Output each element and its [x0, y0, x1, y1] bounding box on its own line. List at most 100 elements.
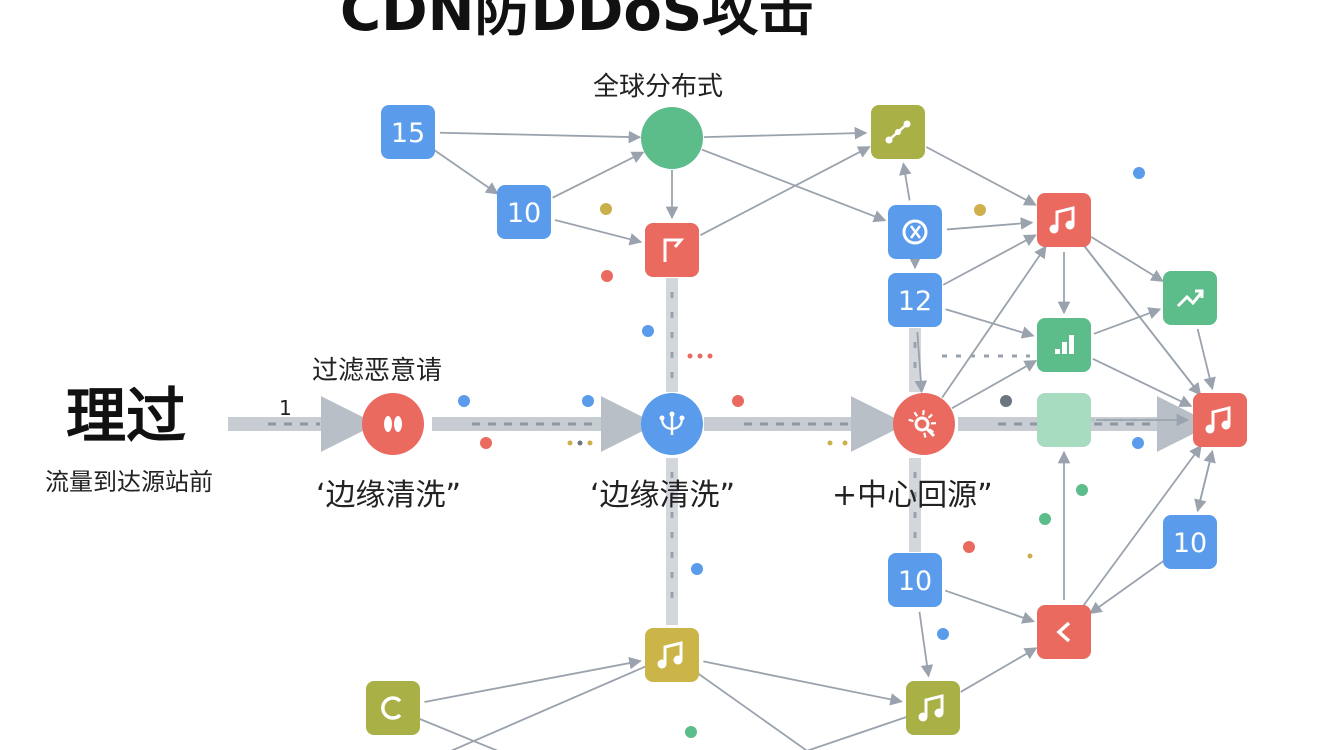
edge-n_trend-n_music2 [1196, 328, 1216, 391]
edge-n_c-n_music3 [424, 656, 642, 703]
edge-n10c-n_back [944, 589, 1035, 624]
node-number: 10 [898, 566, 932, 597]
edge-globe-n_spin [701, 148, 887, 223]
particle-mini [577, 440, 583, 446]
music-icon [1049, 206, 1075, 234]
edge-n15-globe [439, 130, 642, 144]
node-shape [645, 628, 699, 682]
particle-dot [1076, 484, 1088, 496]
edge-n12-n_music1 [942, 234, 1037, 286]
footprints-icon [384, 416, 402, 432]
node-shape [1193, 393, 1247, 447]
edge-n12-c_center [914, 331, 928, 394]
edge-n10a-globe [552, 151, 645, 199]
search-burst-icon [908, 409, 937, 438]
particles-layer [458, 167, 1145, 738]
node-shape [362, 393, 424, 455]
edge-c_center-n_bars [951, 359, 1038, 410]
node-shape [888, 553, 942, 607]
particle-dot [974, 204, 986, 216]
edge-n_share-n_music1 [925, 146, 1037, 206]
particle-mini [827, 440, 833, 446]
node-shape [641, 107, 703, 169]
bar-chart-icon [1055, 335, 1074, 354]
node-c_filter [362, 393, 424, 455]
center-origin-label: +中心回源” [832, 478, 993, 513]
global-distributed-label: 全球分布式 [593, 72, 724, 102]
edge-n_spin-n_music1 [946, 217, 1034, 231]
node-number: 10 [507, 198, 541, 229]
trend-up-icon [1176, 289, 1204, 308]
node-n_back [1037, 605, 1091, 659]
node-n_music1 [1037, 193, 1091, 247]
node-globe [641, 107, 703, 169]
node-shape [497, 185, 551, 239]
left-main-label: 理过 [66, 382, 186, 452]
share-icon [885, 120, 911, 144]
particle-dot [732, 395, 744, 407]
music-icon [657, 641, 683, 669]
spinner-icon [902, 219, 928, 245]
node-n_trend [1163, 271, 1217, 325]
node-shape [906, 681, 960, 735]
node-shape [1163, 515, 1217, 569]
node-shape [888, 273, 942, 327]
particle-dot [480, 437, 492, 449]
node-shape [645, 223, 699, 277]
node-shape [1037, 393, 1091, 447]
particle-mini [707, 353, 713, 359]
edge-globe-n_share [703, 126, 868, 140]
node-n_spin [888, 205, 942, 259]
particle-dot [685, 726, 697, 738]
particle-mini [687, 353, 693, 359]
edge-n10a-n_flag [554, 219, 643, 246]
node-number: 15 [391, 118, 425, 149]
particle-mini [1027, 553, 1033, 559]
edge-cleaning-label-2: ‘边缘清洗” [590, 478, 736, 513]
node-shape [366, 681, 420, 735]
edge-n10b-n_music2 [1196, 449, 1216, 512]
particle-dot [691, 563, 703, 575]
node-c_edge [641, 393, 703, 455]
particle-mini [567, 440, 573, 446]
edge-n_bars-n_trend [1093, 307, 1162, 335]
particle-dot [963, 541, 975, 553]
network-icon [659, 411, 685, 435]
flag-icon [663, 238, 685, 262]
music-icon [1205, 406, 1231, 434]
particle-dot [1132, 437, 1144, 449]
node-shape [1037, 605, 1091, 659]
node-c_center [893, 393, 955, 455]
node-n15: 15 [381, 105, 435, 159]
node-n_c [366, 681, 420, 735]
particle-mini [697, 353, 703, 359]
edge-n_bars-n_music2 [1092, 358, 1193, 407]
node-number: 10 [1173, 528, 1207, 559]
particle-dot [1000, 395, 1012, 407]
edge-n_music3-n_music4 [703, 660, 903, 706]
edge-n10c-n_music4 [918, 611, 934, 678]
chevron-left-icon [1056, 621, 1071, 643]
particle-dot [582, 395, 594, 407]
node-n_bars [1037, 318, 1091, 372]
particle-dot [458, 395, 470, 407]
node-n_share [871, 105, 925, 159]
node-shape [381, 105, 435, 159]
edge-c_center-n_music1 [941, 245, 1047, 399]
node-n10b: 10 [1163, 515, 1217, 569]
particle-mini [587, 440, 593, 446]
edge-n_back-n_music2 [1082, 444, 1202, 607]
particle-mini [842, 440, 848, 446]
node-n_music4 [906, 681, 960, 735]
edge-cleaning-label-1: ‘边缘清洗” [316, 478, 462, 513]
diagram-title: CDN防DDoS攻击 [340, 0, 815, 44]
particle-dot [601, 270, 613, 282]
particle-dot [600, 203, 612, 215]
edge-n15-n10a [433, 149, 499, 195]
edge-offscreen-0 [450, 654, 673, 750]
music-icon [918, 694, 944, 722]
edge-n10b-n_back [1089, 559, 1165, 615]
node-shape [893, 393, 955, 455]
